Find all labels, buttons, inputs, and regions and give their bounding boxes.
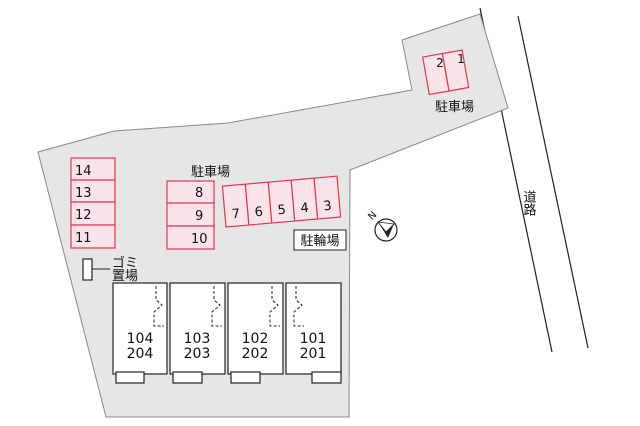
unit-number: 101 xyxy=(300,331,327,347)
parking-north-label: 駐車場 xyxy=(435,100,474,115)
parking-north: 2 1 xyxy=(422,49,470,96)
garbage-label: ゴミ xyxy=(112,255,138,271)
unit-number: 104 xyxy=(127,331,154,347)
parking-space-label: 13 xyxy=(75,186,92,201)
garbage-bin-icon xyxy=(82,258,93,281)
parking-center-column: 8 9 10 xyxy=(166,180,215,250)
garbage-label: 置場 xyxy=(112,269,138,284)
unit-number: 202 xyxy=(242,346,269,362)
parking-space-11 xyxy=(70,224,116,249)
road-edge-east xyxy=(517,15,589,349)
parking-space-label: 14 xyxy=(75,164,92,179)
parking-west-column: 14 13 12 11 xyxy=(70,157,116,249)
parking-space-label: 4 xyxy=(300,201,310,217)
parking-space-3 xyxy=(313,175,342,220)
bicycle-parking-label: 駐輪場 xyxy=(300,233,339,249)
parking-space-label: 10 xyxy=(191,232,208,247)
unit-number: 102 xyxy=(242,331,269,347)
road-label: 道路 xyxy=(521,190,537,216)
unit-103-203: 103 203 xyxy=(169,282,226,384)
parking-space-8 xyxy=(166,180,215,204)
unit-102-202: 102 202 xyxy=(227,282,284,384)
parking-space-9 xyxy=(166,202,215,227)
parking-space-label: 8 xyxy=(195,186,203,201)
compass-label: N xyxy=(366,210,379,223)
north-arrow-icon xyxy=(374,218,398,242)
parking-space-label: 7 xyxy=(231,207,241,223)
unit-101-201: 101 201 xyxy=(285,282,342,384)
parking-space-label: 9 xyxy=(195,209,203,224)
building: 104 204 103 203 102 202 101 201 xyxy=(112,282,342,384)
unit-number: 203 xyxy=(184,346,211,362)
parking-space-label: 6 xyxy=(254,205,264,221)
parking-space-label: 3 xyxy=(323,199,333,215)
bicycle-parking-box xyxy=(293,229,347,251)
unit-number: 201 xyxy=(300,346,327,362)
unit-104-204: 104 204 xyxy=(112,282,168,384)
parking-row: 7 6 5 4 3 xyxy=(221,175,342,228)
parking-space-label: 5 xyxy=(277,203,287,219)
unit-number: 204 xyxy=(127,346,154,362)
parking-space-label: 11 xyxy=(75,231,92,246)
parking-space-label: 1 xyxy=(457,52,465,66)
parking-central-label: 駐車場 xyxy=(191,165,230,180)
parking-space-label: 2 xyxy=(436,56,444,70)
parking-space-10 xyxy=(166,225,215,250)
parking-space-label: 12 xyxy=(75,208,92,223)
unit-number: 103 xyxy=(184,331,211,347)
parking-space-1 xyxy=(441,49,470,92)
